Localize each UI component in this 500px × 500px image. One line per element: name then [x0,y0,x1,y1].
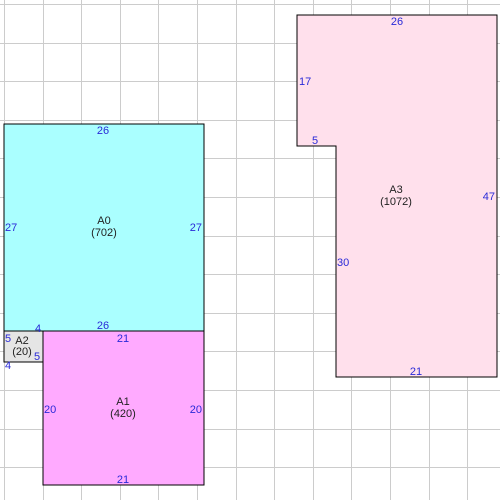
room-a2-right-dimension: 5 [34,351,40,363]
room-a3-top-dimension: 26 [391,16,403,28]
room-a3-shape[interactable] [296,14,498,378]
room-a3-notch-dimension: 5 [312,135,318,147]
room-a2-bottom-dimension: 4 [5,360,11,372]
room-a0-bottom-dimension: 26 [97,320,109,332]
room-a1-left-dimension: 20 [44,404,56,416]
room-a3-right-dimension: 47 [483,191,495,203]
room-a1-shape[interactable] [43,331,204,485]
room-a0-name: A0 [97,215,110,227]
room-a3-lower-left-dimension: 30 [337,257,349,269]
room-a2-name: A2 [15,335,28,347]
room-a3-upper-left-dimension: 17 [299,76,311,88]
room-a2-left-dimension: 5 [5,333,11,345]
room-a1-bottom-dimension: 21 [117,474,129,486]
room-a2-top-dimension: 4 [35,323,41,335]
room-a0[interactable]: A0 (702) 26 27 27 26 [3,123,205,332]
room-a1-area: (420) [110,408,136,420]
room-a1-top-dimension: 21 [117,333,129,345]
room-a1-right-dimension: 20 [190,404,202,416]
room-a0-area: (702) [91,227,117,239]
room-a0-right-dimension: 27 [190,222,202,234]
room-a1-name: A1 [116,396,129,408]
room-a2-area: (20) [12,346,32,358]
room-a3-area: (1072) [380,196,412,208]
room-a2[interactable]: A2 (20) 4 5 5 4 [3,323,44,372]
room-a3-bottom-dimension: 21 [410,366,422,378]
room-a0-shape[interactable] [4,124,204,331]
room-a0-top-dimension: 26 [97,125,109,137]
room-a3[interactable]: A3 (1072) 26 17 5 30 47 21 [296,14,498,378]
room-a2-shape[interactable] [4,331,43,362]
room-a0-left-dimension: 27 [5,222,17,234]
room-a3-name: A3 [389,184,402,196]
room-a1[interactable]: A1 (420) 21 20 20 21 [42,330,205,486]
